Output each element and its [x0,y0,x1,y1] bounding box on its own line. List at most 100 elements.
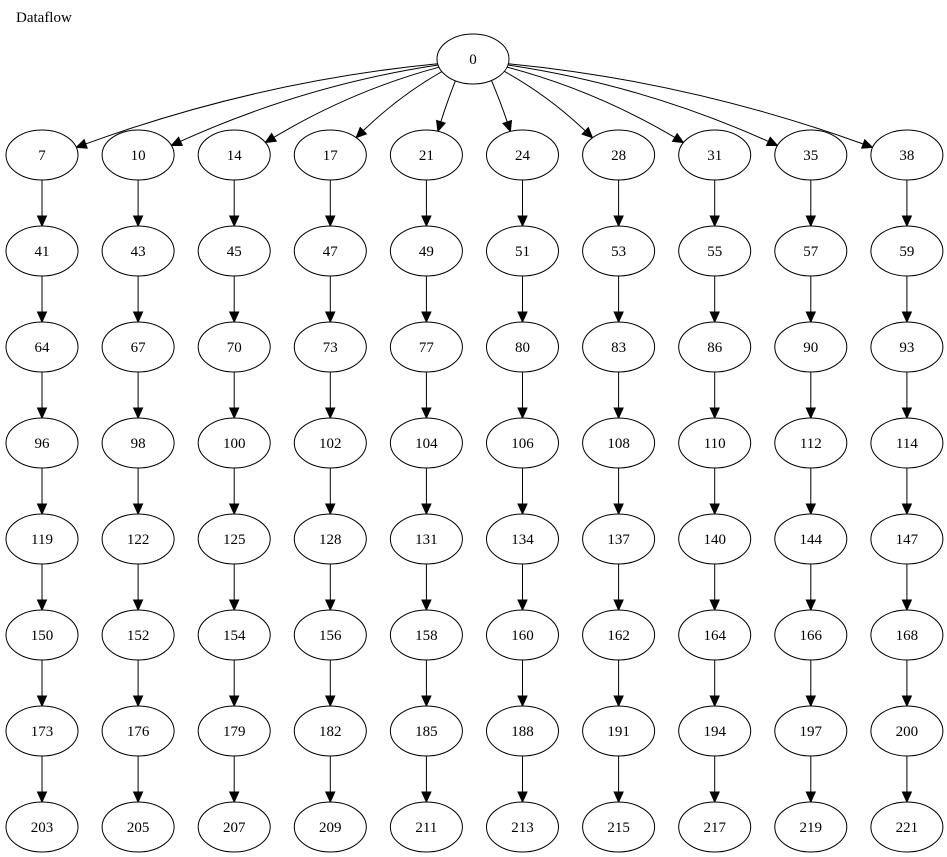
edge-0-35-arrowhead [765,136,779,147]
node-label: 110 [704,436,726,452]
edge-147-168-arrowhead [901,599,913,612]
node-38: 38 [870,129,944,181]
node-label: 106 [511,436,534,452]
edge-47-73-arrowhead [325,311,336,324]
node-191: 191 [582,705,656,757]
node-label: 194 [703,724,726,740]
node-67: 67 [101,321,175,373]
node-label: 213 [511,820,534,836]
node-ellipse [678,513,752,565]
node-28: 28 [582,129,656,181]
edge-0-38-arrowhead [860,138,874,149]
node-label: 150 [31,628,54,644]
edge-7-41-arrowhead [36,215,48,228]
edge-0-10-arrowhead [170,136,184,146]
edge-0-31-arrowhead [671,132,685,144]
node-144: 144 [774,513,848,565]
node-ellipse [774,513,848,565]
edge-179-207-arrowhead [228,791,240,804]
node-ellipse [293,321,367,373]
node-ellipse [582,129,656,181]
node-209: 209 [293,801,367,853]
node-label: 168 [896,628,919,644]
edge-200-221-arrowhead [901,791,913,804]
node-207: 207 [197,801,271,853]
node-ellipse [293,801,367,853]
node-ellipse [678,801,752,853]
node-label: 14 [227,148,243,164]
edge-106-134-arrowhead [517,503,528,516]
node-134: 134 [486,513,559,565]
edge-83-108-arrowhead [613,407,624,420]
node-ellipse [678,225,752,277]
edge-90-112-arrowhead [805,407,817,420]
edge-64-96-arrowhead [36,407,48,420]
node-ellipse [870,417,944,469]
node-102: 102 [293,417,367,469]
node-ellipse [293,225,367,277]
node-ellipse [197,417,271,469]
node-ellipse [101,129,175,181]
edge-0-7 [85,63,438,145]
edge-173-203-arrowhead [36,791,48,804]
edge-0-14-arrowhead [264,132,278,144]
node-label: 134 [511,532,534,548]
edge-43-67-arrowhead [132,311,144,324]
node-ellipse [101,513,175,565]
edge-0-31 [506,66,676,138]
node-ellipse [5,225,79,277]
node-label: 47 [323,244,339,260]
node-label: 137 [607,532,630,548]
node-86: 86 [678,321,752,373]
node-label: 114 [896,436,918,452]
node-152: 152 [101,609,175,661]
node-160: 160 [486,609,559,661]
node-ellipse [293,513,367,565]
node-ellipse [389,417,463,469]
node-label: 83 [611,340,626,356]
node-ellipse [101,321,175,373]
edge-49-77-arrowhead [421,311,432,324]
node-188: 188 [486,705,559,757]
node-ellipse [389,705,463,757]
node-ellipse [582,321,656,373]
node-ellipse [486,705,559,757]
edge-154-179-arrowhead [228,695,240,708]
node-64: 64 [5,321,79,373]
node-ellipse [486,513,559,565]
node-ellipse [197,321,271,373]
node-ellipse [678,321,752,373]
node-ellipse [197,801,271,853]
edge-21-49-arrowhead [421,215,432,228]
edge-67-98-arrowhead [132,407,144,420]
node-ellipse [870,705,944,757]
node-110: 110 [678,417,752,469]
node-ellipse [197,609,271,661]
edge-0-24 [490,80,508,123]
node-ellipse [293,417,367,469]
node-ellipse [582,801,656,853]
node-49: 49 [389,225,463,277]
node-label: 0 [469,52,477,68]
node-215: 215 [582,801,656,853]
node-label: 209 [319,820,342,836]
node-label: 188 [511,724,534,740]
node-label: 156 [319,628,342,644]
node-125: 125 [197,513,271,565]
edge-122-152-arrowhead [132,599,144,612]
node-label: 112 [800,436,822,452]
edge-38-59-arrowhead [901,215,913,228]
node-70: 70 [197,321,271,373]
node-59: 59 [870,225,944,277]
node-ellipse [436,33,510,85]
node-label: 191 [607,724,630,740]
node-ellipse [774,417,848,469]
edge-86-110-arrowhead [709,407,720,420]
node-label: 207 [223,820,246,836]
node-ellipse [101,417,175,469]
node-47: 47 [293,225,367,277]
node-label: 86 [707,340,723,356]
node-label: 162 [607,628,630,644]
edge-191-215-arrowhead [613,791,624,804]
node-41: 41 [5,225,79,277]
